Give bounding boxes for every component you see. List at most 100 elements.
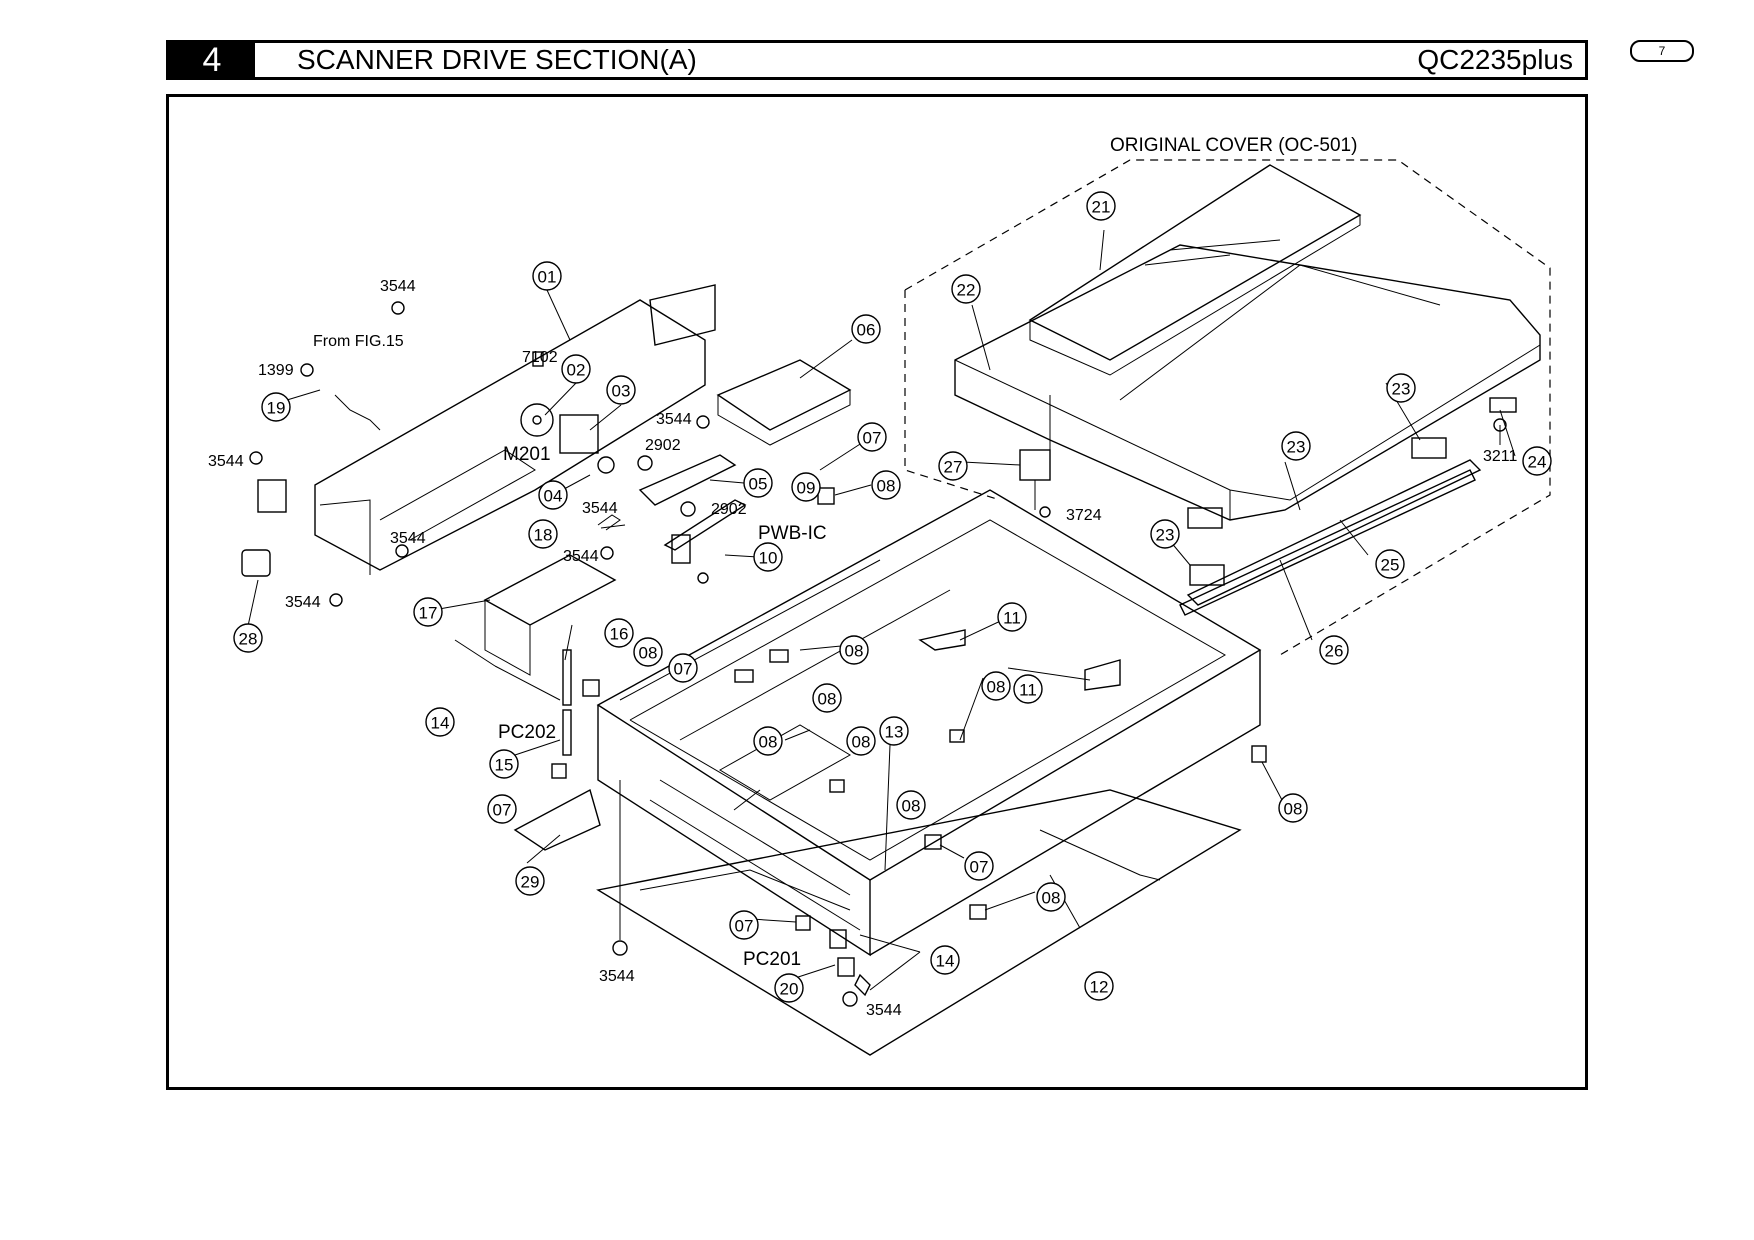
callout-circle <box>1013 674 1043 704</box>
motor-assembly <box>520 351 737 517</box>
callout-23: 23 <box>1386 373 1416 403</box>
callout-circle <box>1319 635 1349 665</box>
callout-number: 11 <box>1019 681 1037 700</box>
callout-15: 15 <box>489 749 519 779</box>
top-bracket <box>696 359 852 446</box>
callout-08: 08 <box>1036 882 1066 912</box>
callout-number: 08 <box>877 477 896 496</box>
callout-circle <box>528 519 558 549</box>
original-cover-label: ORIGINAL COVER (OC-501) <box>1110 135 1357 156</box>
callout-number: 08 <box>845 642 864 661</box>
part-label: From FIG.15 <box>313 333 404 350</box>
callout-number: 27 <box>944 458 963 477</box>
callout-number: 08 <box>759 733 778 752</box>
callout-circle <box>1386 373 1416 403</box>
callout-layer: 0102030405060708091011111213141415161718… <box>233 191 1552 1003</box>
callout-08: 08 <box>633 637 663 667</box>
callout-number: 08 <box>639 644 658 663</box>
callout-08: 08 <box>846 726 876 756</box>
part-label: 1399 <box>258 362 294 379</box>
part-label: 3544 <box>866 1002 902 1019</box>
callout-02: 02 <box>561 354 591 384</box>
callout-08: 08 <box>812 683 842 713</box>
callout-circle <box>753 726 783 756</box>
model-name: QC2235plus <box>1417 44 1573 75</box>
callout-14: 14 <box>425 707 455 737</box>
callout-circle <box>425 707 455 737</box>
callout-circle <box>812 683 842 713</box>
callout-circle <box>729 910 759 940</box>
callout-circle <box>753 542 783 572</box>
callout-09: 09 <box>791 472 821 502</box>
section-header: 4 SCANNER DRIVE SECTION(A) QC2235plus <box>166 40 1588 80</box>
callout-27: 27 <box>938 451 968 481</box>
callout-number: 17 <box>419 604 438 623</box>
callout-number: 26 <box>1325 642 1344 661</box>
hinge-part <box>1019 395 1051 518</box>
scanner-frame <box>596 489 1262 957</box>
callout-circle <box>879 716 909 746</box>
callout-number: 03 <box>612 382 631 401</box>
part-label: 3544 <box>380 278 416 295</box>
callout-number: 14 <box>431 714 450 733</box>
callout-circle <box>1522 446 1552 476</box>
callout-circle <box>633 637 663 667</box>
callout-circle <box>515 866 545 896</box>
callout-number: 04 <box>544 487 563 506</box>
callout-04: 04 <box>538 480 568 510</box>
part-label: 3544 <box>390 530 426 547</box>
callout-circle <box>964 851 994 881</box>
callout-circle <box>791 472 821 502</box>
callout-08: 08 <box>981 671 1011 701</box>
callout-number: 11 <box>1003 609 1021 628</box>
callout-number: 09 <box>797 479 816 498</box>
callout-circle <box>938 451 968 481</box>
callout-number: 08 <box>852 733 871 752</box>
callout-number: 16 <box>610 625 629 644</box>
callout-22: 22 <box>951 274 981 304</box>
callout-circle <box>1086 191 1116 221</box>
callout-11: 11 <box>1013 674 1043 704</box>
callout-01: 01 <box>532 261 562 291</box>
callout-circle <box>851 314 881 344</box>
part-label: 3544 <box>656 411 692 428</box>
callout-07: 07 <box>857 422 887 452</box>
callout-circle <box>261 392 291 422</box>
callout-number: 14 <box>936 952 955 971</box>
callout-23: 23 <box>1281 431 1311 461</box>
callout-circle <box>930 945 960 975</box>
part-label: 3211 <box>1483 448 1518 465</box>
callout-number: 12 <box>1090 978 1109 997</box>
drive-bracket <box>314 284 716 575</box>
part-29 <box>513 788 601 851</box>
callout-19: 19 <box>261 392 291 422</box>
callout-circle <box>668 653 698 683</box>
callout-number: 08 <box>987 678 1006 697</box>
part-label: 3544 <box>208 453 244 470</box>
cover-pads <box>1179 397 1517 616</box>
callout-number: 07 <box>863 429 882 448</box>
page-number-badge: 7 <box>1630 40 1694 62</box>
callout-number: 08 <box>818 690 837 709</box>
callout-07: 07 <box>487 794 517 824</box>
callout-number: 02 <box>567 361 586 380</box>
part-label: PC202 <box>498 722 556 743</box>
part-label: 2902 <box>711 501 747 518</box>
callout-number: 19 <box>267 399 286 418</box>
part-label: 3544 <box>563 548 599 565</box>
callout-circle <box>233 623 263 653</box>
part-label: 3544 <box>285 594 321 611</box>
callout-circle <box>538 480 568 510</box>
callout-number: 08 <box>1284 800 1303 819</box>
callout-05: 05 <box>743 468 773 498</box>
callout-08: 08 <box>896 790 926 820</box>
callout-11: 11 <box>997 602 1027 632</box>
callout-circle <box>871 470 901 500</box>
callout-number: 07 <box>493 801 512 820</box>
callout-number: 06 <box>857 321 876 340</box>
callout-17: 17 <box>413 597 443 627</box>
callout-28: 28 <box>233 623 263 653</box>
callout-number: 23 <box>1156 526 1175 545</box>
